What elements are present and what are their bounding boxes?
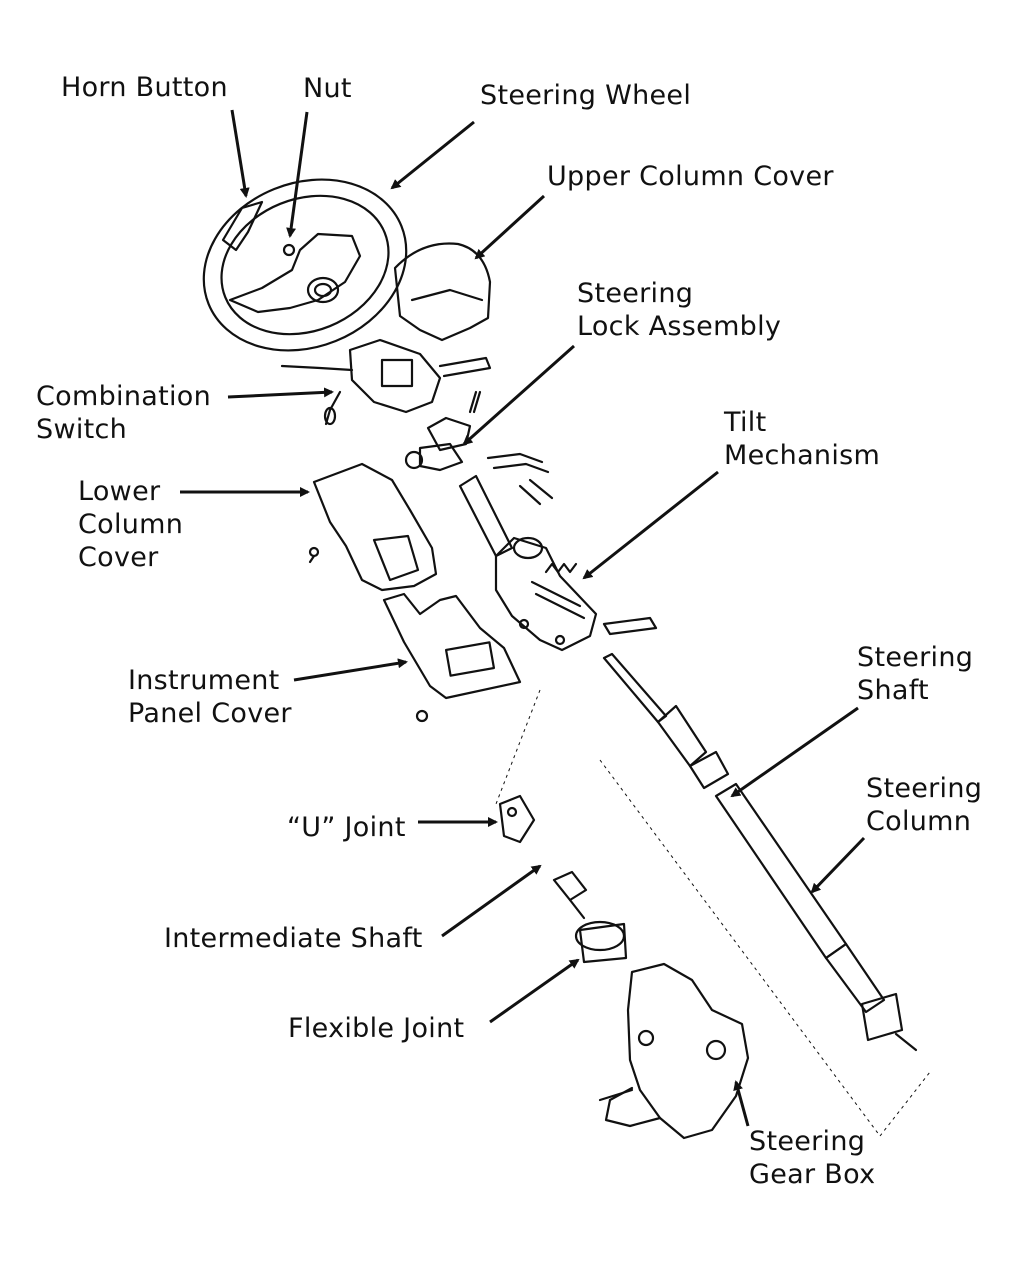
steering-gear-box-part [598,962,750,1140]
upper-column-cover-label: Upper Column Cover [547,161,834,192]
steering-shaft-part [602,652,730,790]
combination-switch-arrow [227,387,334,399]
instrument-panel-cover-line-1: Instrument [128,665,280,696]
steering-shaft-arrow [730,706,859,798]
upper-column-cover-arrow [474,194,546,260]
tilt-mechanism-label: Tilt Mechanism [724,406,880,472]
flexible-joint-arrow [489,958,580,1024]
steering-lock-arrow [462,344,575,446]
steering-column-arrow [810,836,866,894]
intermediate-shaft-arrow [441,864,542,938]
steering-column-line-2: Column [866,806,972,837]
steering-gear-box-line-2: Gear Box [749,1159,876,1190]
steering-column-label: Steering Column [866,772,982,838]
steering-gear-box-line-1: Steering [749,1126,866,1157]
flexible-joint-part [574,920,628,964]
combination-switch-part [280,338,492,426]
instrument-panel-cover-label: Instrument Panel Cover [128,664,292,730]
intermediate-shaft-label: Intermediate Shaft [164,923,423,954]
lower-column-cover-label: Lower Column Cover [78,475,183,574]
steering-shaft-line-1: Steering [857,642,974,673]
steering-shaft-label: Steering Shaft [857,641,973,707]
steering-gear-box-label: Steering Gear Box [749,1125,875,1191]
instrument-panel-cover-part [382,592,522,723]
horn-button-arrow [230,109,250,198]
combination-switch-line-2: Switch [36,414,128,445]
steering-column-line-1: Steering [866,773,983,804]
u-joint-label: “U” Joint [287,812,406,843]
combination-switch-line-1: Combination [36,381,211,412]
tilt-mechanism-line-1: Tilt [724,407,767,438]
tilt-mechanism-arrow [582,470,719,580]
steering-wheel-label: Steering Wheel [480,80,692,111]
lower-column-cover-line-3: Cover [78,542,159,573]
nut-arrow [286,111,309,238]
steering-gear-box-arrow [733,1080,750,1127]
intermediate-shaft-part [552,870,588,920]
combination-switch-label: Combination Switch [36,380,211,446]
u-joint-part [498,794,536,844]
steering-lock-assembly-label: Steering Lock Assembly [577,277,781,343]
tilt-mechanism-line-2: Mechanism [724,440,881,471]
flexible-joint-label: Flexible Joint [288,1013,465,1044]
upper-column-cover-part [393,242,492,342]
tilt-mechanism-part [458,474,658,652]
lower-column-cover-line-1: Lower [78,476,161,507]
lower-column-cover-part [308,462,438,592]
lower-column-cover-line-2: Column [78,509,184,540]
steering-shaft-line-2: Shaft [857,675,929,706]
instrument-panel-cover-arrow [293,658,408,682]
steering-wheel-arrow [390,120,475,190]
steering-lock-part [404,416,554,506]
steering-lock-line-2: Lock Assembly [577,311,782,342]
instrument-panel-cover-line-2: Panel Cover [128,698,292,729]
horn-button-label: Horn Button [61,72,228,103]
nut-label: Nut [303,73,352,104]
steering-column-part [714,782,918,1052]
steering-lock-line-1: Steering [577,278,694,309]
steering-wheel-part [202,178,408,352]
